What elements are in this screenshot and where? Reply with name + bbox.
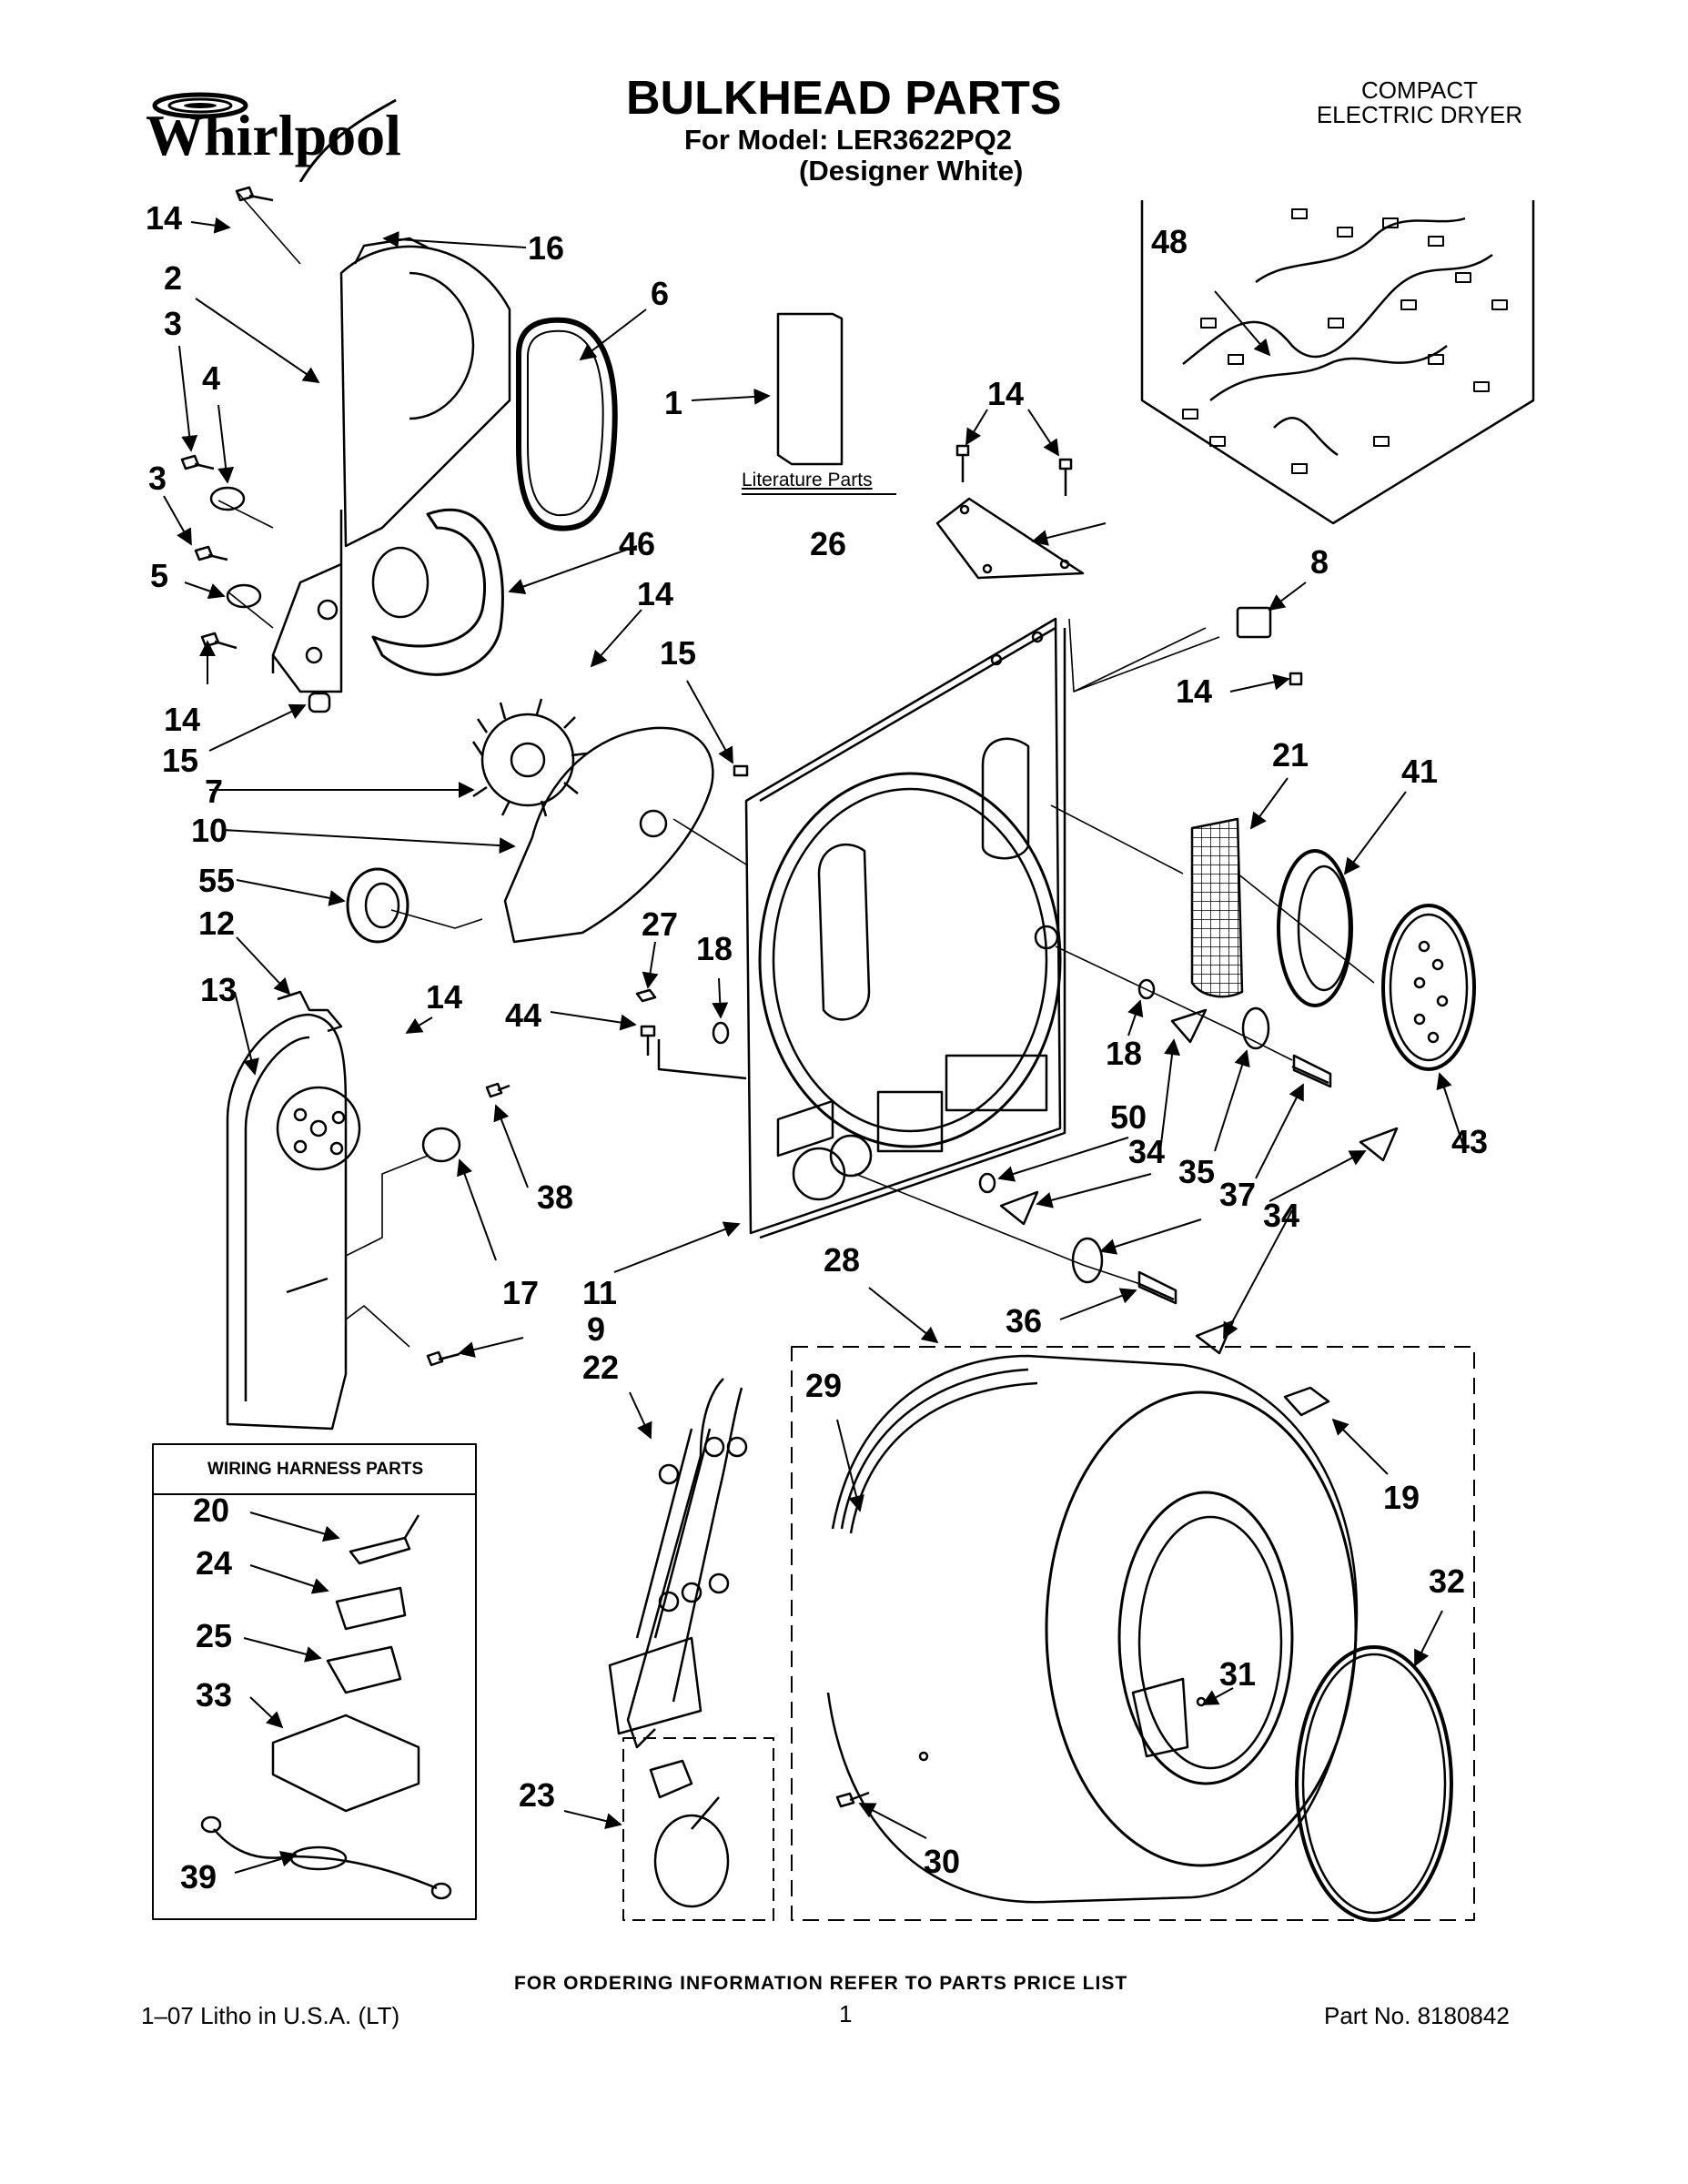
callout-5: 5 <box>150 557 169 594</box>
callout-14: 14 <box>637 575 674 612</box>
callout-14: 14 <box>987 375 1025 412</box>
callout-36: 36 <box>1006 1302 1043 1340</box>
callout-37: 37 <box>1219 1176 1257 1213</box>
wiring-harness-box <box>153 1444 476 1919</box>
color-line: (Designer White) <box>799 155 1024 187</box>
callout-22: 22 <box>582 1349 620 1386</box>
drum-seal-32 <box>1297 1647 1451 1920</box>
callout-28: 28 <box>824 1241 861 1279</box>
part-number: Part No. 8180842 <box>1324 2002 1510 2029</box>
logo-swirl-icon <box>152 92 397 183</box>
callout-39: 39 <box>180 1858 217 1896</box>
ordering-note: FOR ORDERING INFORMATION REFER TO PARTS … <box>514 1973 1128 1994</box>
model-line: For Model: LER3622PQ2 <box>684 124 1013 156</box>
callout-35: 35 <box>1178 1153 1216 1190</box>
callout-38: 38 <box>537 1178 574 1216</box>
callout-14: 14 <box>1176 672 1213 710</box>
callout-23: 23 <box>519 1776 556 1814</box>
callout-26: 26 <box>810 525 847 562</box>
drum-29 <box>828 1356 1357 1902</box>
callout-14: 14 <box>426 978 463 1016</box>
callout-21: 21 <box>1272 736 1309 774</box>
callout-9: 9 <box>587 1310 606 1348</box>
callout-43: 43 <box>1451 1123 1489 1160</box>
callout-50: 50 <box>1110 1098 1147 1136</box>
blower-duct-2 <box>273 238 510 692</box>
callout-55: 55 <box>198 862 236 899</box>
heater-22 <box>610 1379 746 1747</box>
callout-18: 18 <box>1106 1035 1143 1072</box>
callout-2: 2 <box>164 259 183 297</box>
blower-housing-10 <box>505 728 713 942</box>
page-number: 1 <box>839 2000 853 2027</box>
lint-screen-21 <box>1192 819 1242 996</box>
literature-booklet <box>778 314 842 464</box>
callout-34: 34 <box>1128 1133 1166 1170</box>
grille-43 <box>1383 905 1474 1069</box>
product-line-1: COMPACT <box>1360 76 1479 104</box>
front-bulkhead-11 <box>746 619 1065 1238</box>
callout-12: 12 <box>198 905 236 942</box>
corner-bracket-26 <box>937 499 1083 578</box>
callout-6: 6 <box>651 275 670 312</box>
callout-20: 20 <box>193 1491 230 1529</box>
lint-housing-41 <box>1279 851 1351 1006</box>
callout-31: 31 <box>1219 1655 1257 1693</box>
callout-1: 1 <box>664 384 683 421</box>
callout-33: 33 <box>196 1676 233 1714</box>
callout-16: 16 <box>528 229 565 267</box>
product-line-2: ELECTRIC DRYER <box>1316 101 1523 129</box>
kit-box-23 <box>623 1738 773 1920</box>
callout-41: 41 <box>1401 753 1439 790</box>
callout-8: 8 <box>1310 543 1329 581</box>
callout-13: 13 <box>200 971 238 1008</box>
callout-46: 46 <box>619 525 656 562</box>
bracket-12 <box>278 992 341 1031</box>
callout-18: 18 <box>696 930 733 967</box>
callout-14: 14 <box>146 199 183 237</box>
callout-25: 25 <box>196 1617 233 1654</box>
brand-name: Whirlpool <box>146 103 401 167</box>
callout-48: 48 <box>1151 223 1188 260</box>
callout-7: 7 <box>205 773 224 810</box>
callout-24: 24 <box>196 1544 233 1582</box>
callout-32: 32 <box>1429 1562 1466 1600</box>
drum-box-28 <box>792 1347 1474 1920</box>
callout-17: 17 <box>502 1274 540 1311</box>
callout-11: 11 <box>582 1274 618 1311</box>
page-title: BULKHEAD PARTS <box>626 72 1062 125</box>
wiring-harness-48 <box>1142 200 1533 523</box>
product-type: COMPACT ELECTRIC DRYER <box>1310 76 1529 129</box>
callout-29: 29 <box>805 1367 843 1404</box>
callout-14: 14 <box>164 701 201 738</box>
callout-19: 19 <box>1383 1479 1420 1516</box>
callout-4: 4 <box>202 359 221 397</box>
litho-info: 1–07 Litho in U.S.A. (LT) <box>141 2002 400 2029</box>
blower-wheel-7 <box>473 699 587 816</box>
callout-30: 30 <box>924 1843 961 1880</box>
callout-44: 44 <box>505 996 542 1034</box>
callout-27: 27 <box>642 905 679 943</box>
callout-34: 34 <box>1263 1197 1300 1234</box>
callout-15: 15 <box>162 742 199 779</box>
wiring-harness-title: WIRING HARNESS PARTS <box>207 1460 424 1479</box>
callout-3: 3 <box>148 460 167 497</box>
idler-bracket-13 <box>227 1015 346 1429</box>
callout-15: 15 <box>660 634 697 672</box>
callout-3: 3 <box>164 305 183 342</box>
whirlpool-logo: Whirlpool <box>146 82 401 183</box>
callout-10: 10 <box>191 812 228 849</box>
literature-parts-label: Literature Parts <box>742 470 873 490</box>
